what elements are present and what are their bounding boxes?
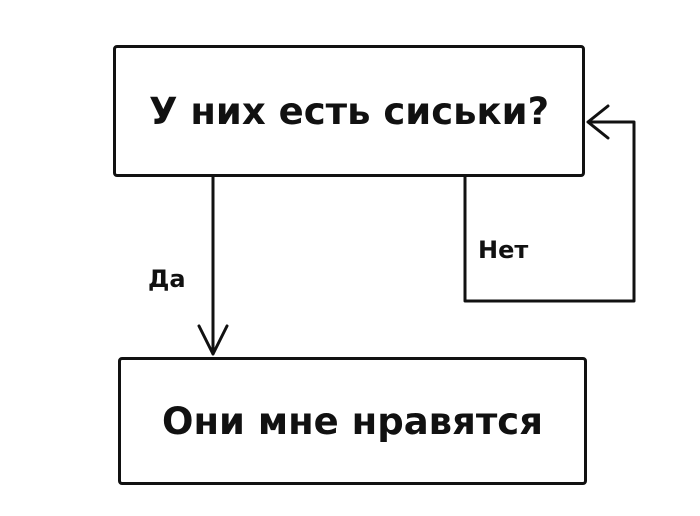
yes-arrow [197,175,229,356]
no-loop-arrow [463,104,636,303]
question-box: У них есть сиськи? [113,45,585,177]
no-label: Нет [478,236,529,264]
result-text: Они мне нравятся [162,399,543,443]
yes-label: Да [148,265,186,293]
result-box: Они мне нравятся [118,357,587,485]
question-text: У них есть сиськи? [148,89,550,133]
